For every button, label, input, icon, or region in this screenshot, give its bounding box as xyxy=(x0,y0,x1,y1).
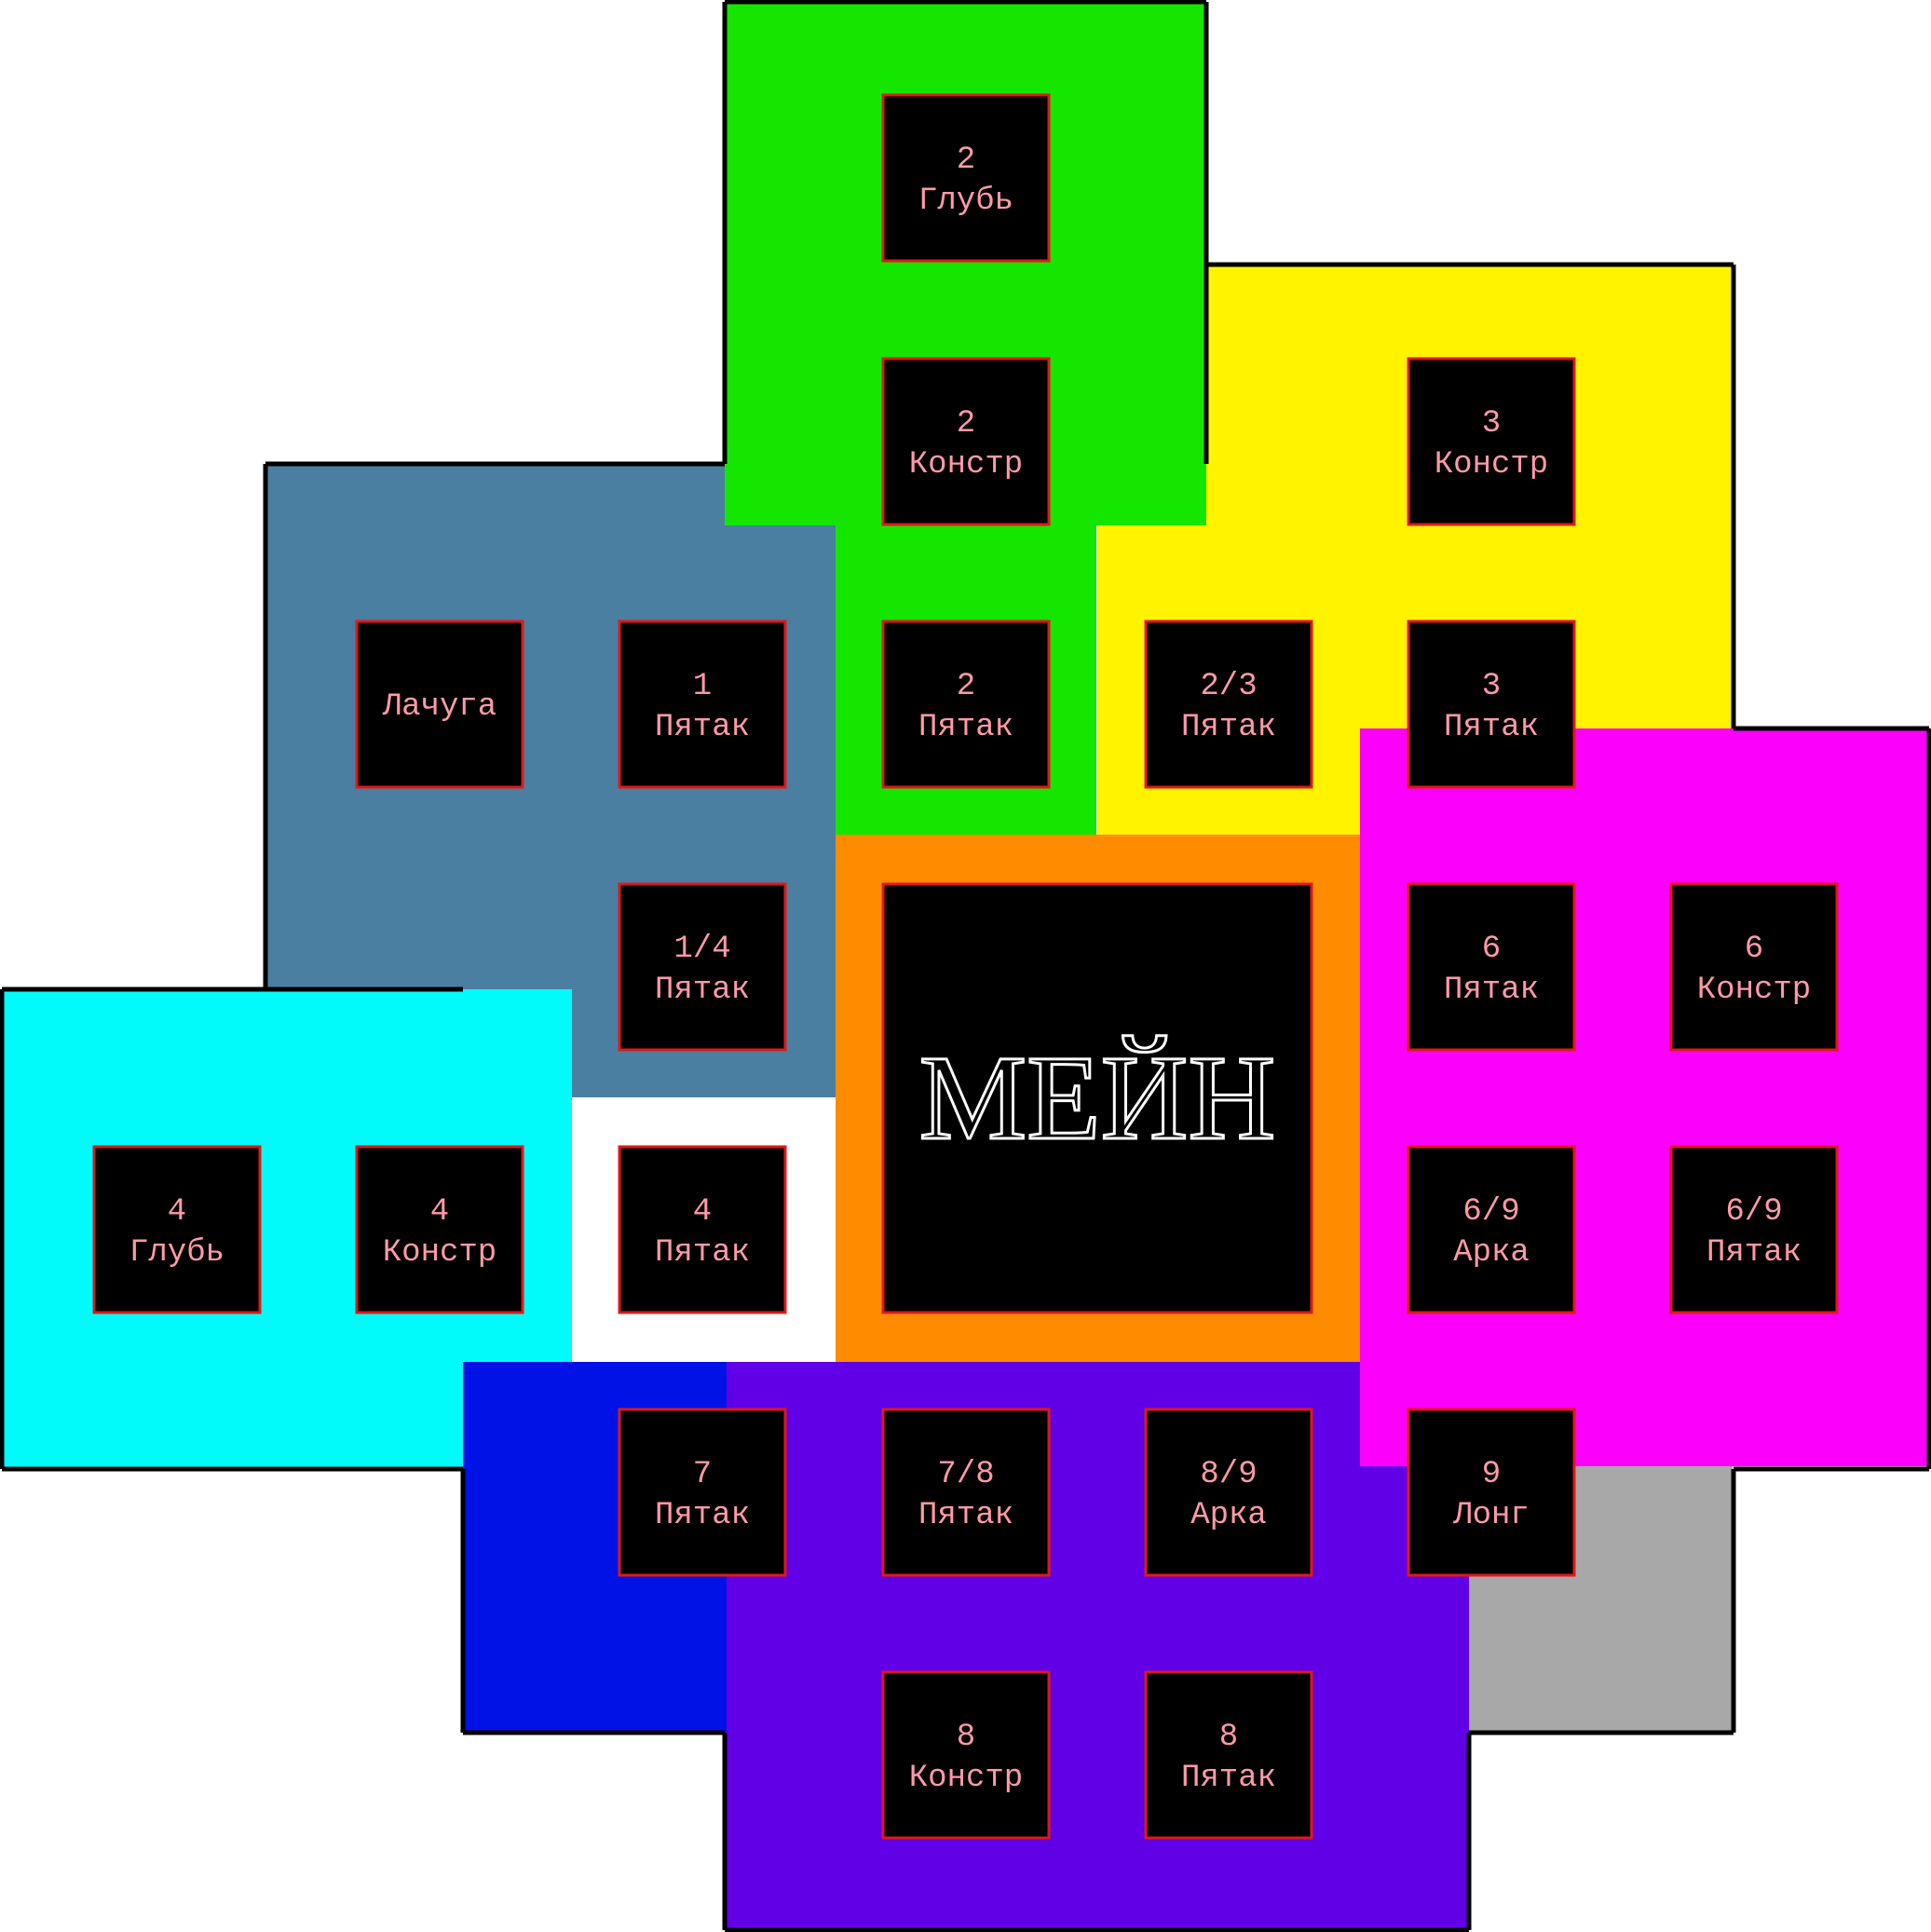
tile-label: Пятак xyxy=(918,710,1013,745)
tile-label: Арка xyxy=(1453,1235,1530,1271)
tile-label: Лачуга xyxy=(382,689,496,725)
zone-magenta-area xyxy=(1360,728,1929,1466)
tile-label: 6 xyxy=(1482,932,1501,967)
tile-label: Констр xyxy=(383,1235,496,1271)
tile-label: 8 xyxy=(957,1720,975,1755)
tile-label: 4 xyxy=(430,1194,449,1230)
tile-label: Пятак xyxy=(1707,1235,1802,1271)
tile-label: 4 xyxy=(693,1194,712,1230)
tile-label: Констр xyxy=(1435,447,1548,483)
tile-label: Пятак xyxy=(1444,973,1539,1008)
tile-label: Глубь xyxy=(129,1235,224,1271)
tile-label: Констр xyxy=(909,1761,1023,1796)
tile-label: Глубь xyxy=(918,184,1013,219)
tile-label: 8/9 xyxy=(1200,1457,1257,1492)
tile-label: Пятак xyxy=(655,1235,750,1271)
tile-label: Лонг xyxy=(1452,1498,1530,1533)
tile-label: 3 xyxy=(1482,669,1501,704)
tile-label: 2/3 xyxy=(1200,669,1257,704)
tile-label: Пятак xyxy=(655,973,750,1008)
tile-label: 2 xyxy=(957,406,975,442)
tile-label: 1 xyxy=(693,669,712,704)
main-label: МЕЙН xyxy=(919,1031,1276,1165)
tile-label: Констр xyxy=(1697,973,1811,1008)
tile-label: 3 xyxy=(1482,406,1501,442)
tile-label: 6 xyxy=(1745,932,1763,967)
tile-label: Пятак xyxy=(655,1498,750,1533)
tile-label: 1/4 xyxy=(673,932,730,967)
tile-label: 7 xyxy=(693,1457,712,1492)
tile-label: 2 xyxy=(957,143,975,178)
tile-label: 6/9 xyxy=(1725,1194,1782,1230)
position-tile-lachuga[interactable]: Лачуга xyxy=(355,619,524,789)
tile-label: 4 xyxy=(168,1194,186,1230)
tile-label: Пятак xyxy=(918,1498,1013,1533)
tile-label: 7/8 xyxy=(937,1457,994,1492)
tile-label: 6/9 xyxy=(1462,1194,1519,1230)
tile-label: Констр xyxy=(909,447,1023,483)
main-tile[interactable]: МЕЙН xyxy=(881,882,1313,1314)
tile-label: Арка xyxy=(1190,1498,1267,1533)
tile-label: Пятак xyxy=(655,710,750,745)
tile-label: 8 xyxy=(1219,1720,1238,1755)
tile-label: Пятак xyxy=(1444,710,1539,745)
tile-label: Пятак xyxy=(1181,1761,1276,1796)
tile-label: 2 xyxy=(957,669,975,704)
tile-label: Пятак xyxy=(1181,710,1276,745)
tile-label: 9 xyxy=(1482,1457,1501,1492)
